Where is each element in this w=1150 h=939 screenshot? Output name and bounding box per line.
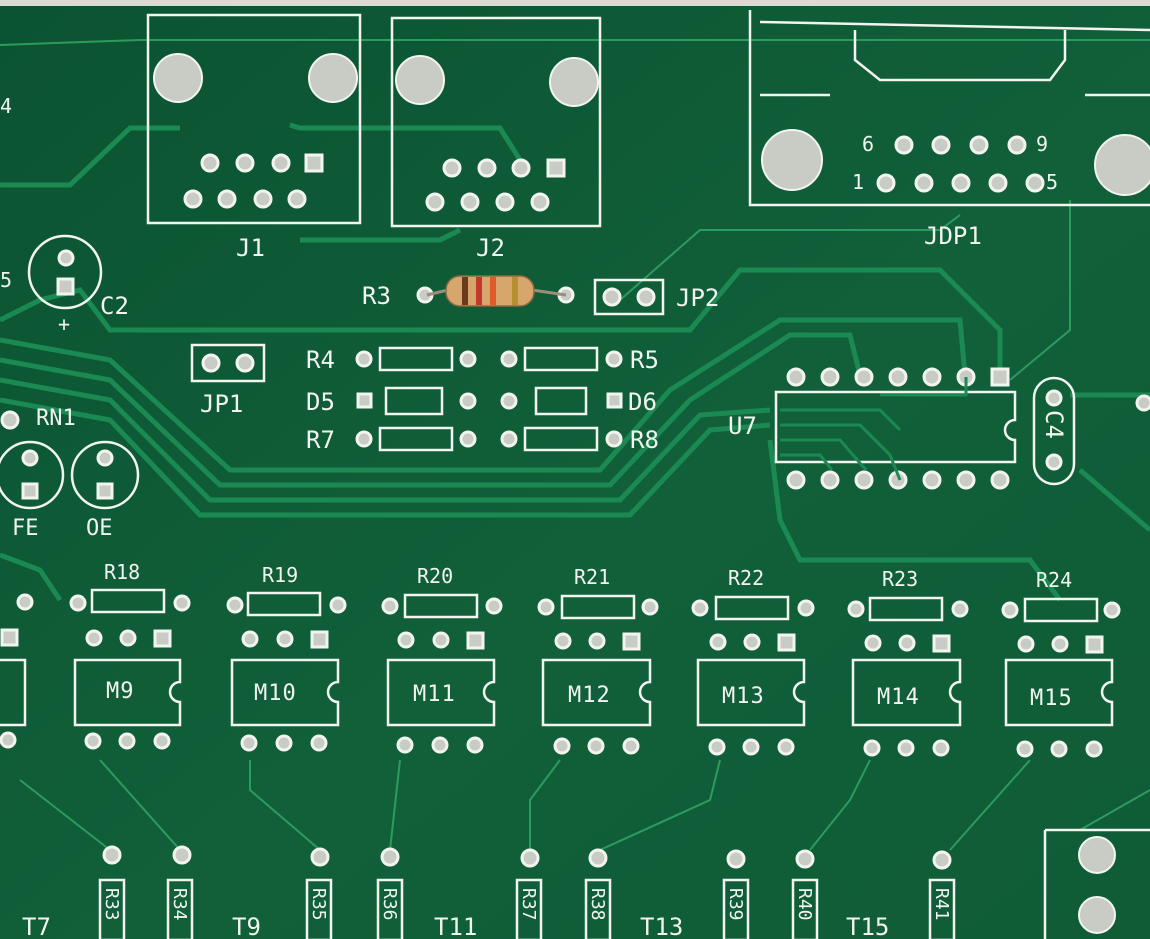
module-outlines	[0, 588, 1114, 939]
jdp1-outline	[748, 10, 1150, 207]
jp2-outline	[593, 278, 665, 316]
j1-outline	[146, 13, 362, 225]
resistor-r3-part	[426, 275, 567, 307]
pads	[0, 135, 1150, 870]
u7-outline	[774, 390, 1017, 464]
c4-outline	[1032, 376, 1076, 486]
mounting-holes	[153, 53, 1150, 934]
silkscreen-outlines	[0, 10, 1150, 939]
board-edge	[0, 0, 1150, 6]
c2-outline	[27, 234, 103, 310]
u7-fan-traces	[780, 377, 968, 481]
thin-traces	[0, 39, 1150, 851]
copper-traces	[0, 122, 1150, 602]
j2-outline	[390, 16, 602, 228]
jp1-outline	[190, 343, 266, 383]
